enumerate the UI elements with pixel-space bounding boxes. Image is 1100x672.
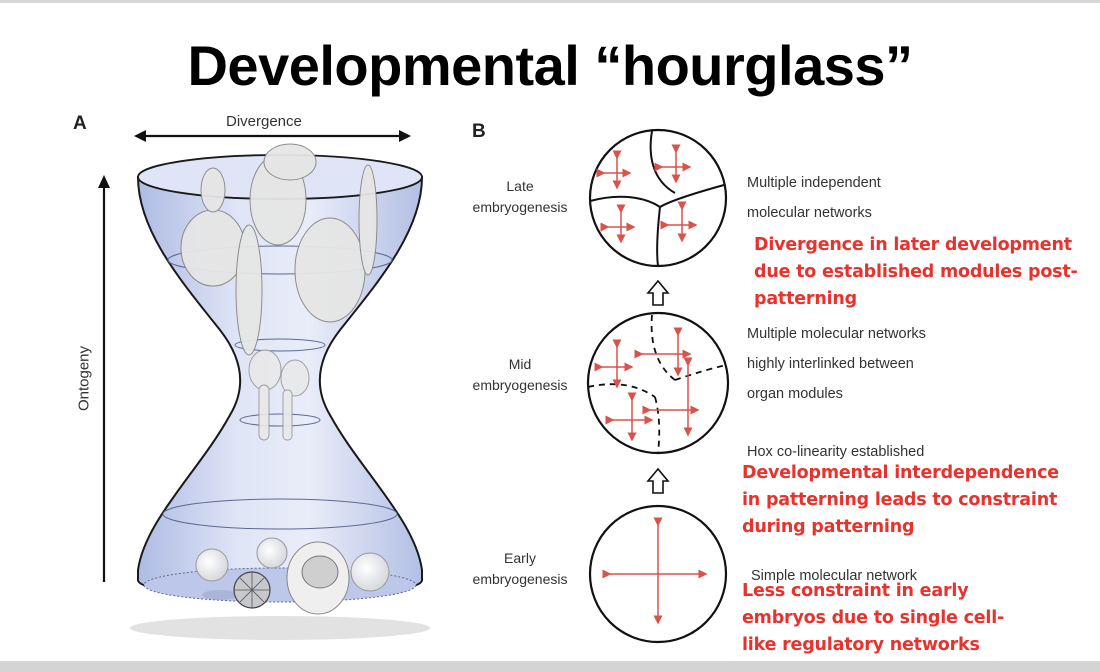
- mid-network-circle: [586, 311, 730, 455]
- late-annotation: Divergence in later development due to e…: [754, 232, 1078, 313]
- late-annotation-line: patterning: [754, 289, 858, 309]
- late-description: Multiple independent molecular networks: [747, 168, 881, 228]
- network-stages-diagram: [586, 128, 730, 644]
- early-annotation: Less constraint in early embryos due to …: [742, 578, 1004, 659]
- mid-annotation-line: during patterning: [742, 517, 915, 537]
- mid-annotation: Developmental interdependence in pattern…: [742, 460, 1059, 541]
- progression-arrow-icon: [646, 467, 670, 494]
- early-network-circle: [588, 504, 728, 644]
- panel-b-label: B: [472, 121, 486, 142]
- hox-note: Hox co-linearity established: [747, 444, 925, 460]
- stage-label-early: Early embryogenesis: [460, 548, 580, 590]
- stage-label-early-line1: Early: [504, 550, 536, 566]
- early-description-line: Simple molecular network: [751, 568, 918, 584]
- stage-label-early-line2: embryogenesis: [472, 571, 568, 587]
- mid-description-line: Multiple molecular networks: [747, 326, 926, 342]
- stage-label-late-line2: embryogenesis: [472, 199, 568, 215]
- late-annotation-line: due to established modules post-: [754, 262, 1078, 282]
- divergence-arrow-icon: [134, 130, 411, 142]
- stage-label-mid: Mid embryogenesis: [460, 354, 580, 396]
- stage-label-late: Late embryogenesis: [460, 176, 580, 218]
- mid-annotation-line: Developmental interdependence: [742, 463, 1059, 483]
- divergence-label: Divergence: [226, 113, 302, 130]
- ontogeny-label: Ontogeny: [75, 345, 93, 412]
- panel-a-label: A: [73, 113, 87, 134]
- late-annotation-line: Divergence in later development: [754, 235, 1072, 255]
- late-network-circle: [588, 128, 728, 268]
- progression-arrow-icon: [646, 279, 670, 306]
- stage-label-late-line1: Late: [506, 178, 534, 194]
- mid-description-line: organ modules: [747, 386, 843, 402]
- ontogeny-arrow-icon: [98, 175, 110, 582]
- late-description-line: molecular networks: [747, 205, 872, 221]
- late-description-line: Multiple independent: [747, 175, 881, 191]
- hourglass-illustration: [130, 143, 430, 640]
- top-border: [0, 0, 1100, 3]
- early-description: Simple molecular network: [751, 562, 917, 590]
- mid-description-line: highly interlinked between: [747, 356, 914, 372]
- early-annotation-line: Less constraint in early: [742, 581, 969, 601]
- mid-annotation-line: in patterning leads to constraint: [742, 490, 1058, 510]
- early-annotation-line: like regulatory networks: [742, 635, 980, 655]
- bottom-border: [0, 661, 1100, 672]
- stage-label-mid-line2: embryogenesis: [472, 377, 568, 393]
- mid-description: Multiple molecular networks highly inter…: [747, 319, 926, 409]
- early-annotation-line: embryos due to single cell-: [742, 608, 1005, 628]
- stage-label-mid-line1: Mid: [508, 356, 532, 372]
- slide-title: Developmental “hourglass”: [187, 34, 913, 97]
